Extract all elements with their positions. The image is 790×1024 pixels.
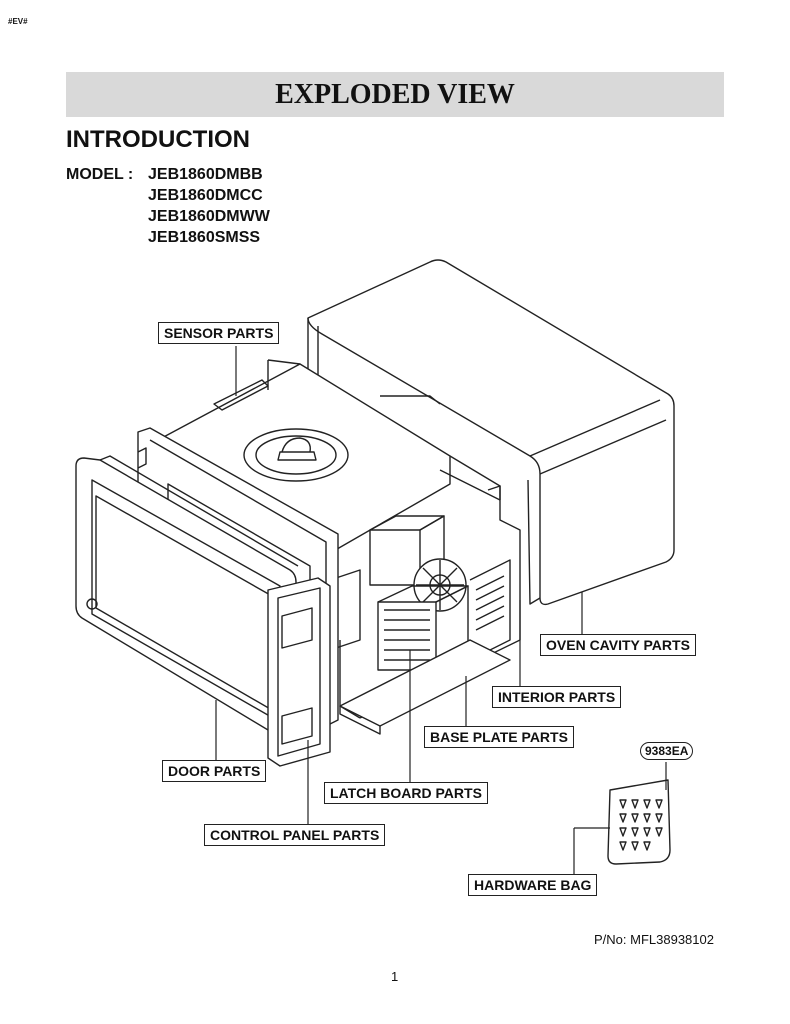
callout-interior-parts: INTERIOR PARTS — [492, 686, 622, 708]
document-tag: #EV# — [8, 17, 28, 26]
leader-lines — [215, 346, 667, 874]
hardware-bag-drawing — [607, 779, 671, 865]
model-label: MODEL : — [66, 166, 138, 183]
model-number: JEB1860DMBB — [148, 166, 263, 183]
page-title: EXPLODED VIEW — [275, 78, 515, 110]
control-panel — [267, 577, 331, 767]
base-plate — [339, 639, 511, 735]
callout-hardware-bag: HARDWARE BAG — [468, 874, 598, 896]
section-heading: INTRODUCTION — [66, 126, 250, 153]
callout-sensor-parts: SENSOR PARTS — [158, 322, 280, 344]
interior-components — [329, 485, 511, 671]
part-number: P/No: MFL38938102 — [594, 932, 714, 947]
callout-control-panel-parts: CONTROL PANEL PARTS — [204, 824, 386, 846]
callout-base-plate-parts: BASE PLATE PARTS — [424, 726, 574, 748]
model-row: JEB1860SMSS — [66, 227, 270, 248]
hardware-code-badge: 9383EA — [640, 742, 694, 760]
callout-door-parts: DOOR PARTS — [162, 760, 267, 782]
model-number: JEB1860DMWW — [148, 208, 270, 225]
title-banner: EXPLODED VIEW — [66, 72, 724, 117]
model-list: MODEL : JEB1860DMBB JEB1860DMCC JEB1860D… — [66, 164, 270, 248]
page-number: 1 — [391, 969, 399, 984]
callout-oven-cavity-parts: OVEN CAVITY PARTS — [540, 634, 696, 656]
model-row: MODEL : JEB1860DMBB — [66, 164, 270, 185]
model-number: JEB1860DMCC — [148, 187, 263, 204]
model-row: JEB1860DMCC — [66, 185, 270, 206]
model-row: JEB1860DMWW — [66, 206, 270, 227]
callout-latch-board-parts: LATCH BOARD PARTS — [324, 782, 488, 804]
model-number: JEB1860SMSS — [148, 229, 261, 246]
